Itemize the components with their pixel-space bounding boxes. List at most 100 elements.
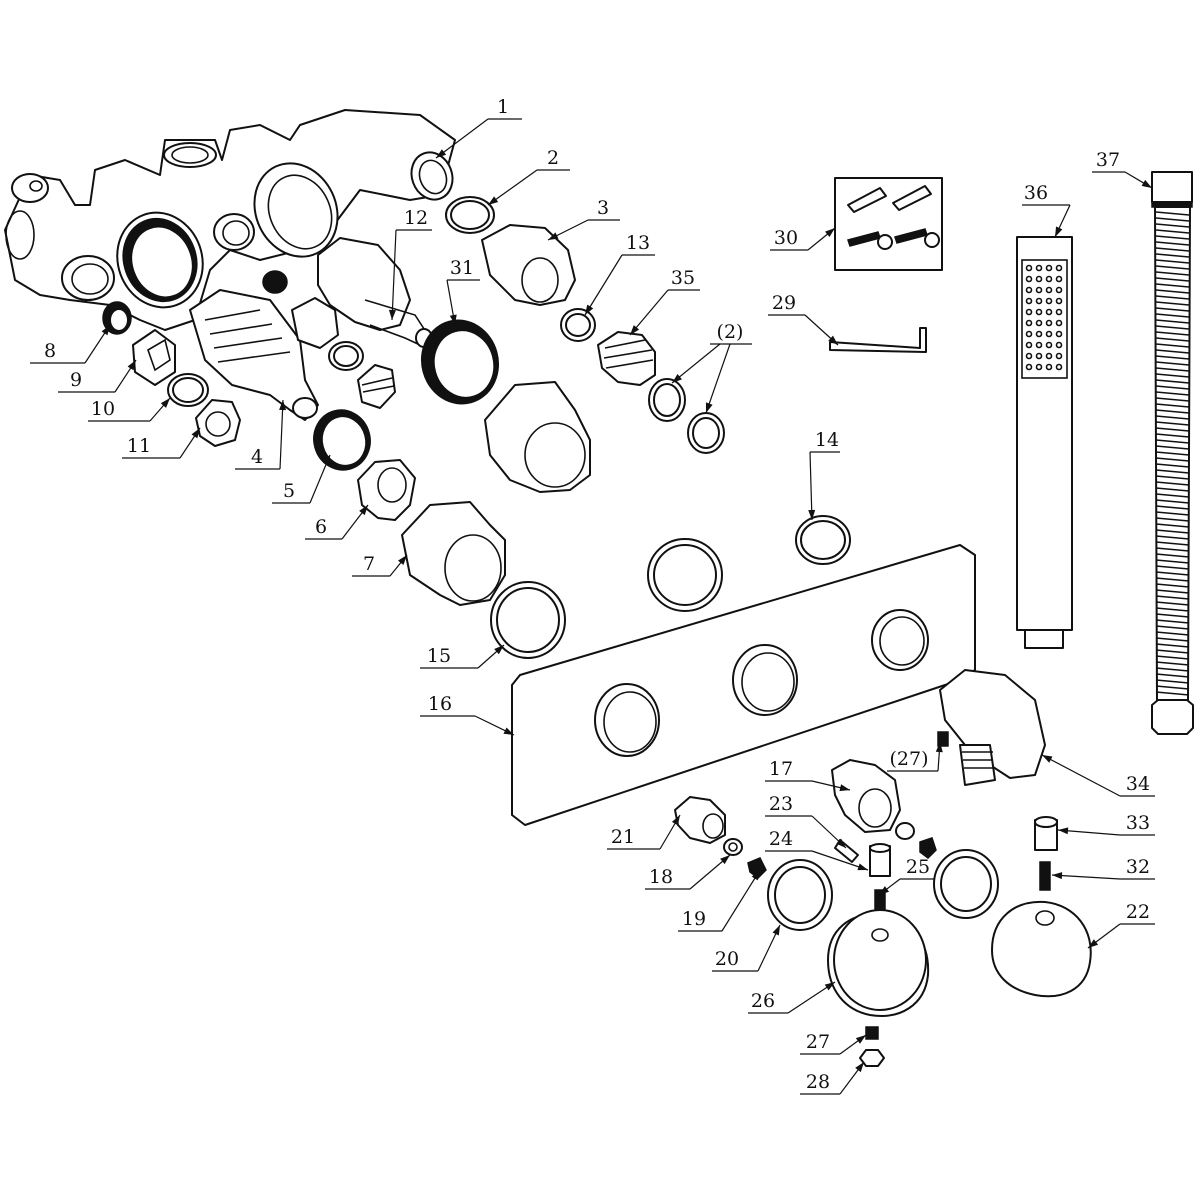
callout-c17: 17 [765, 758, 851, 792]
callout-arrowhead [322, 455, 330, 466]
callout-arrowhead [585, 304, 594, 315]
callout-label: 23 [769, 793, 793, 815]
part-16-cover-plate [511, 544, 976, 826]
nozzle [1055, 308, 1063, 316]
callout-label: 1 [497, 96, 509, 118]
callout-c9: 9 [58, 359, 137, 393]
part-9-check-valve [132, 329, 176, 386]
callout-arrowhead [836, 838, 846, 848]
nozzle [1045, 286, 1053, 294]
nozzle [1045, 341, 1053, 349]
callout-leader [1041, 754, 1121, 797]
hose-rib [1155, 625, 1190, 630]
hose-rib [1155, 637, 1190, 642]
callout-label: 25 [906, 856, 930, 878]
callout-c27a: (27) [887, 741, 943, 772]
callout-arrowhead [494, 645, 504, 655]
hose-rib [1155, 565, 1190, 570]
callout-arrowhead [935, 742, 943, 753]
nozzle [1055, 275, 1063, 283]
callout-c3: 3 [547, 197, 620, 241]
part-20-ring [767, 859, 833, 931]
callout-leader [671, 343, 721, 384]
nozzle [1045, 264, 1053, 272]
part-flow-valve [291, 297, 339, 349]
callout-label: 8 [44, 340, 56, 362]
part-37-flexible-hose [1151, 171, 1194, 735]
callout-c21: 21 [607, 814, 681, 850]
nozzle [1035, 330, 1043, 338]
nozzle [1055, 363, 1063, 371]
callout-arrowhead [503, 727, 514, 735]
callout-c36: 36 [1022, 182, 1071, 238]
callout-label: 12 [404, 207, 428, 229]
callout-c22: 22 [1087, 901, 1155, 949]
callout-label: 5 [283, 480, 295, 502]
callout-arrowhead [772, 925, 780, 936]
callout-label: 21 [611, 826, 635, 848]
part-28-insert [859, 1049, 885, 1067]
callout-c37: 37 [1092, 149, 1153, 189]
hose-rib [1155, 385, 1190, 390]
hose-rib [1155, 667, 1190, 672]
hose-rib [1155, 415, 1190, 420]
nozzle [1025, 363, 1033, 371]
callout-label: 30 [774, 227, 798, 249]
nozzle [1025, 275, 1033, 283]
callout-arrowhead [488, 196, 499, 205]
hose-rib [1155, 259, 1190, 264]
callout-arrowhead [1088, 939, 1099, 948]
hose-rib [1155, 589, 1190, 594]
callout-label: 36 [1024, 182, 1048, 204]
shower-head-nozzles [1025, 264, 1063, 371]
hose-rib [1155, 517, 1190, 522]
part-26-handle [827, 909, 930, 1017]
callout-arrowhead [1058, 827, 1069, 835]
callout-arrowhead [671, 815, 680, 826]
hose-rib [1155, 247, 1190, 252]
callout-leader [435, 118, 489, 159]
nozzle [1055, 341, 1063, 349]
hose-rib [1155, 427, 1190, 432]
callout-label: (27) [889, 748, 928, 770]
hose-rib [1155, 439, 1190, 444]
callout-layer: 1234567891011121314151617181920212223242… [30, 96, 1155, 1095]
part-13-o-ring [560, 308, 596, 342]
callout-arrowhead [397, 555, 407, 565]
hose-rib [1155, 379, 1190, 384]
callout-label: 28 [806, 1071, 830, 1093]
callout-arrowhead [191, 428, 200, 439]
part-14-o-ring [795, 515, 851, 565]
part-33-cap [1034, 816, 1058, 851]
callout-arrowhead [359, 505, 368, 516]
callout-leader [1057, 829, 1121, 836]
hose-rib [1155, 337, 1190, 342]
hose-rib [1155, 355, 1190, 360]
callout-label: 15 [427, 645, 451, 667]
hose-rib [1155, 271, 1190, 276]
hose-rib [1155, 211, 1190, 216]
nozzle [1035, 297, 1043, 305]
part-24-sleeve [869, 843, 891, 877]
nozzle [1045, 297, 1053, 305]
hose-rib [1155, 547, 1190, 552]
callout-c5: 5 [272, 454, 331, 504]
callout-c13: 13 [584, 232, 655, 316]
hose-rib [1155, 553, 1190, 558]
hose-rib [1155, 403, 1190, 408]
hose-rib [1155, 493, 1190, 498]
nozzle [1045, 275, 1053, 283]
callout-arrowhead [1055, 226, 1063, 237]
hose-rib [1155, 613, 1190, 618]
part-o-ring-tiny [895, 822, 915, 840]
hose-rib [1155, 433, 1190, 438]
callout-c27: 27 [800, 1031, 867, 1055]
callout-c4: 4 [235, 399, 287, 470]
callout-label: 24 [769, 828, 793, 850]
valve-body [4, 109, 456, 331]
callout-c6: 6 [305, 504, 369, 540]
hose-rib [1155, 607, 1190, 612]
nozzle [1045, 352, 1053, 360]
part-27-grub-screw [865, 1026, 879, 1040]
